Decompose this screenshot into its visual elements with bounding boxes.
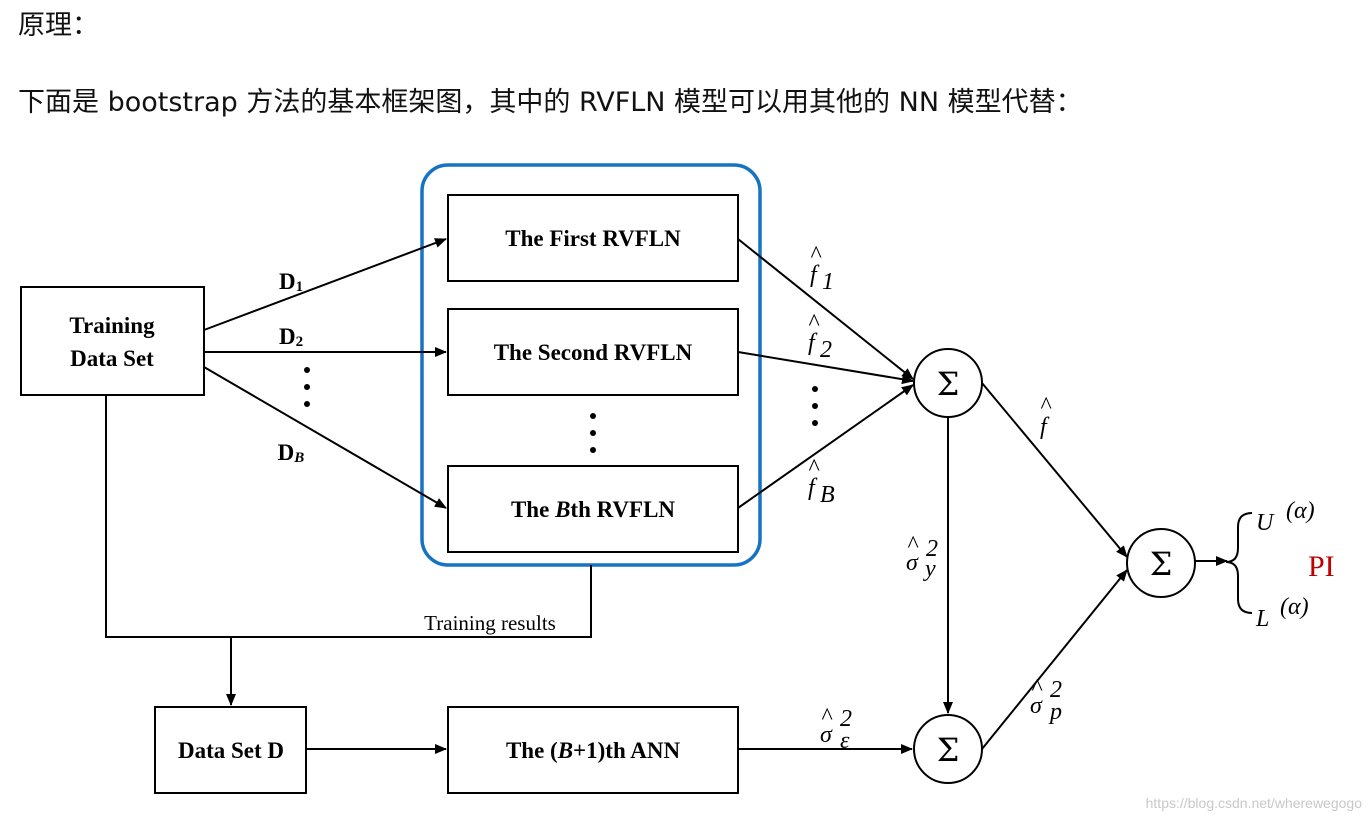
second-rvfln-label: The Second RVFLN — [494, 340, 693, 365]
d2-label: D2 — [279, 324, 303, 350]
training-results-label: Training results — [424, 611, 556, 635]
svg-text:^: ^ — [808, 455, 820, 481]
ellipsis-dots-f — [812, 386, 818, 426]
watermark: https://blog.csdn.net/wherewegogo — [1146, 795, 1363, 811]
svg-text:^: ^ — [1040, 393, 1052, 419]
svg-text:f: f — [808, 330, 818, 356]
dataset-d-box — [154, 706, 307, 794]
sum-symbol-2: Σ — [937, 731, 960, 769]
training-data-box — [20, 286, 205, 396]
f-hat-label: f ^ — [1040, 393, 1052, 440]
svg-text:σ: σ — [906, 550, 919, 576]
svg-text:^: ^ — [808, 310, 820, 336]
svg-text:B: B — [820, 482, 835, 508]
arrow-sigma-p — [981, 569, 1128, 750]
arrow-fb — [737, 384, 914, 509]
sum-symbol-1: Σ — [937, 365, 960, 403]
ellipsis-dots-models — [590, 413, 596, 453]
f2-hat-label: f ^ 2 — [808, 310, 832, 363]
svg-text:σ: σ — [1030, 693, 1043, 719]
intro-paragraph: 下面是 bootstrap 方法的基本框架图，其中的 RVFLN 模型可以用其他… — [18, 87, 1083, 118]
arrow-d1 — [203, 238, 447, 331]
training-label-line2: Data Set — [70, 346, 154, 371]
svg-text:ε: ε — [840, 728, 850, 754]
svg-text:^: ^ — [1031, 675, 1043, 701]
db-label: DB — [278, 440, 305, 466]
fb-hat-label: f ^ B — [808, 455, 835, 508]
svg-text:p: p — [1048, 699, 1062, 725]
svg-text:f: f — [808, 475, 818, 501]
f1-hat-label: f ^ 1 — [810, 242, 834, 295]
svg-text:σ: σ — [820, 722, 833, 748]
pi-label: PI — [1308, 550, 1335, 583]
ellipsis-dots-d — [304, 367, 310, 407]
svg-text:2: 2 — [840, 706, 852, 732]
svg-text:2: 2 — [1050, 677, 1062, 703]
lower-bound-label: L (α) — [1255, 594, 1309, 632]
first-rvfln-label: The First RVFLN — [505, 226, 681, 251]
section-heading: 原理： — [18, 10, 99, 41]
svg-text:y: y — [923, 556, 936, 582]
interval-brace — [1225, 512, 1253, 614]
second-rvfln-box — [447, 308, 739, 396]
arrow-f2 — [737, 351, 914, 385]
svg-text:L: L — [1255, 606, 1269, 632]
dataset-d-label: Data Set D — [178, 738, 284, 763]
svg-text:U: U — [1256, 510, 1275, 536]
svg-text:f: f — [810, 262, 820, 288]
training-label-line1: Training — [69, 313, 155, 338]
sigma-y-label: σ ^ 2 y — [906, 532, 938, 582]
training-results-line — [105, 395, 592, 638]
sigma-p-label: σ ^ 2 p — [1030, 675, 1062, 725]
svg-text:1: 1 — [822, 269, 834, 295]
d1-label: D1 — [279, 269, 303, 295]
svg-text:^: ^ — [907, 532, 919, 558]
sigma-eps-label: σ ^ 2 ε — [820, 704, 852, 754]
svg-text:^: ^ — [821, 704, 833, 730]
svg-text:f: f — [1040, 414, 1050, 440]
svg-text:^: ^ — [810, 242, 822, 268]
bth-rvfln-label: The Bth RVFLN — [511, 497, 675, 522]
svg-text:(α): (α) — [1280, 594, 1309, 620]
ann-box — [447, 706, 739, 794]
svg-text:2: 2 — [926, 536, 938, 562]
svg-text:(α): (α) — [1286, 498, 1315, 524]
arrow-f1 — [737, 238, 914, 380]
arrow-f-hat — [981, 382, 1128, 558]
first-rvfln-box — [447, 194, 739, 282]
bth-rvfln-box — [447, 465, 739, 553]
arrow-db — [203, 366, 447, 509]
upper-bound-label: U (α) — [1256, 498, 1315, 536]
ann-label: The (B+1)th ANN — [506, 738, 681, 763]
svg-text:2: 2 — [820, 337, 832, 363]
sum-node-interval — [1126, 528, 1196, 598]
sum-symbol-3: Σ — [1150, 545, 1173, 583]
